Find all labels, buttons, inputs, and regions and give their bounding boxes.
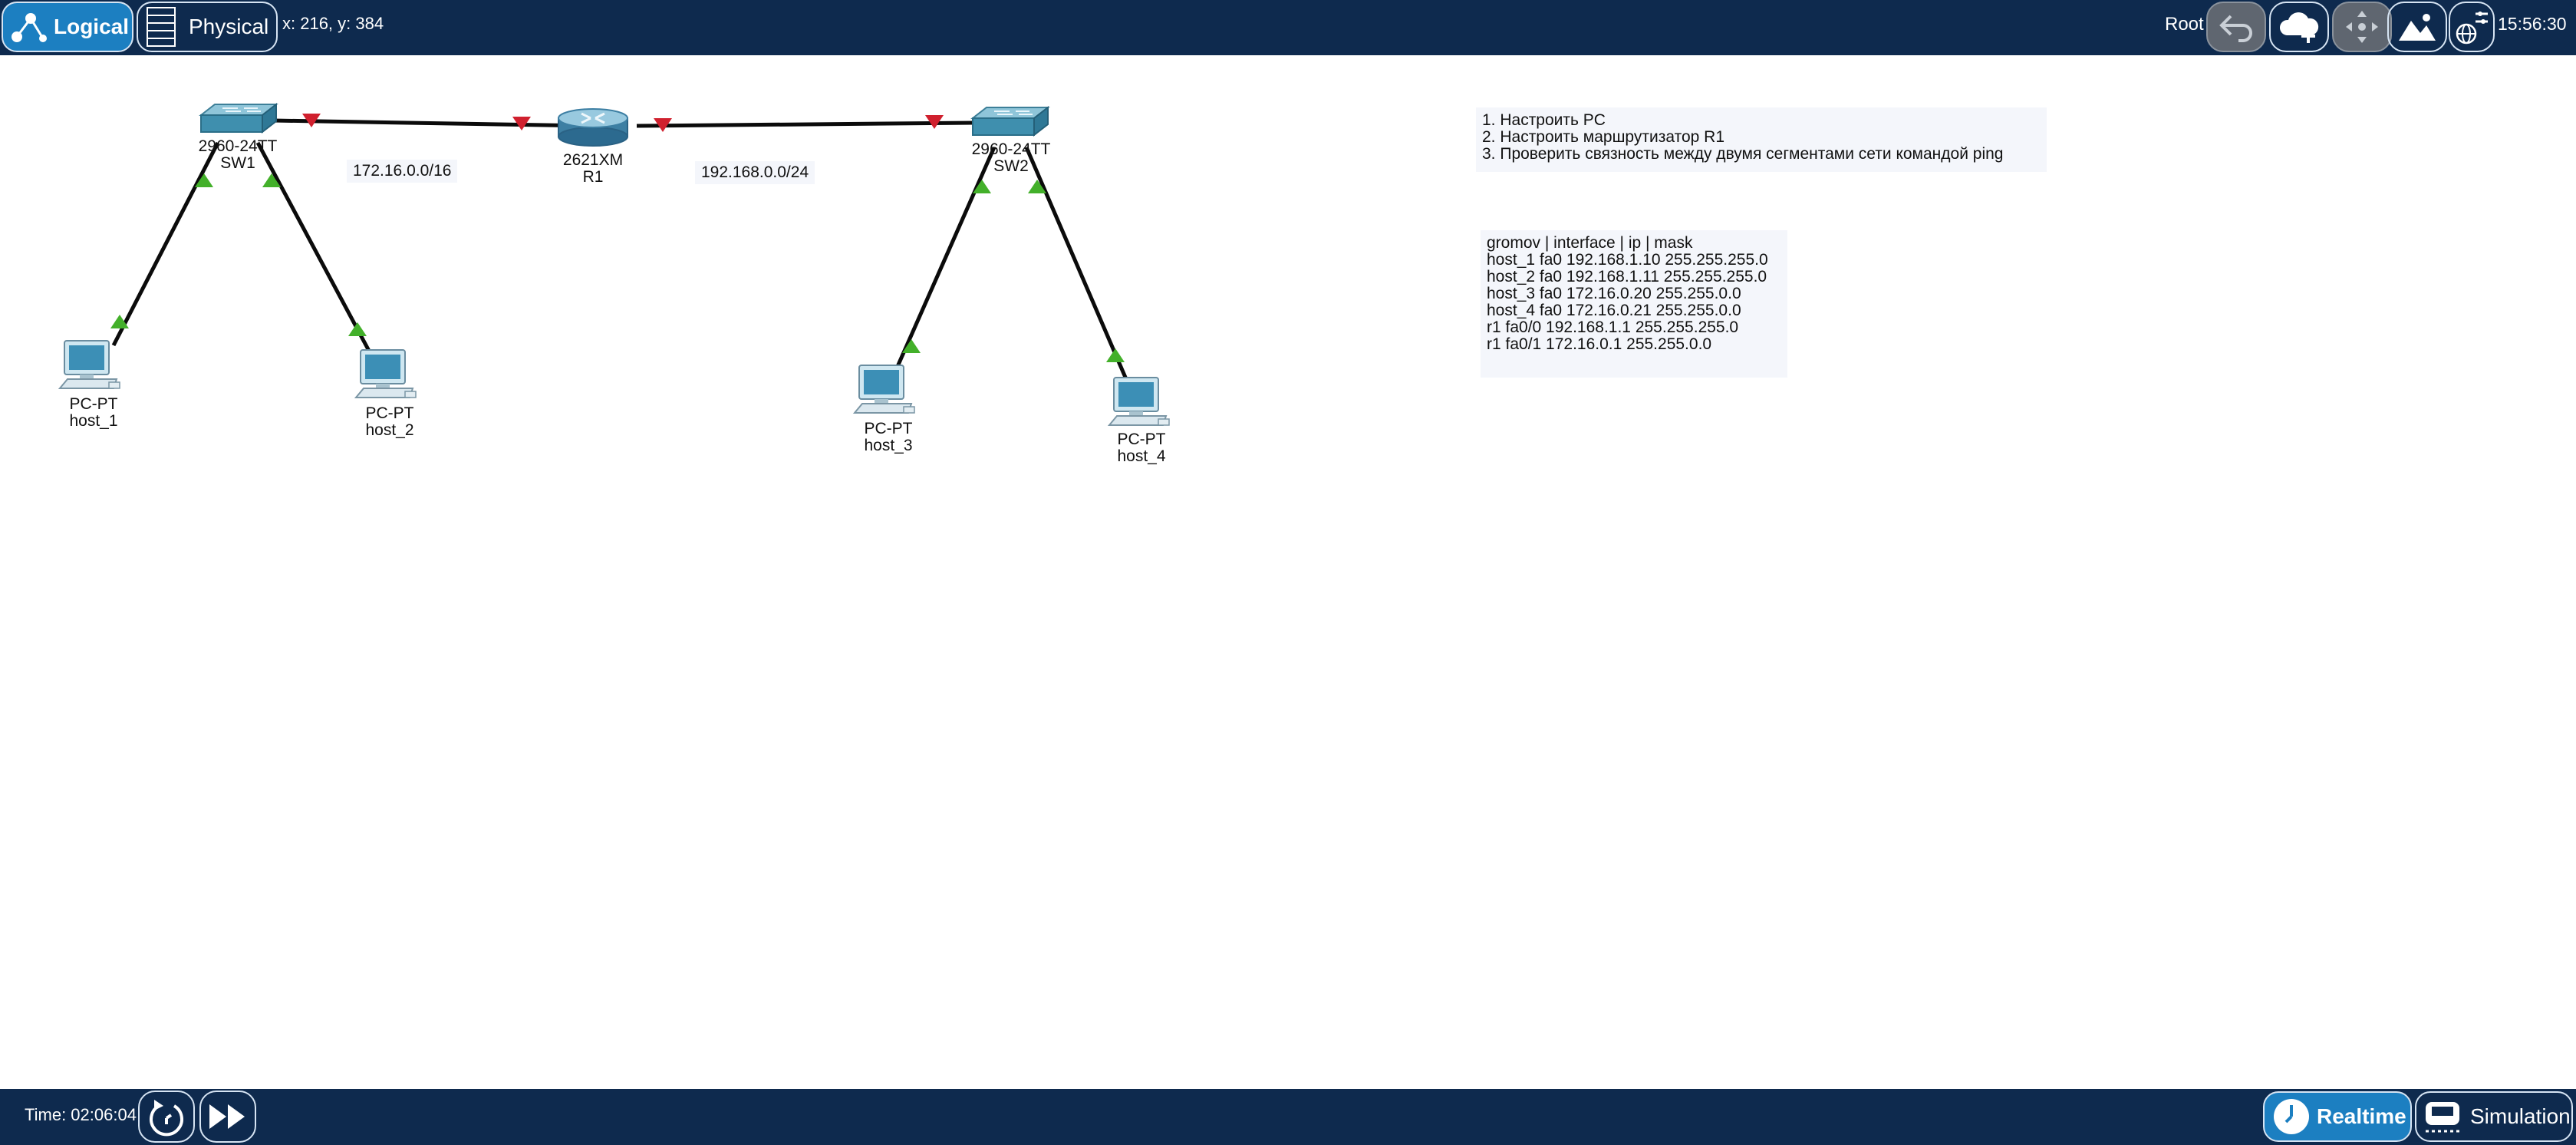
network-label-right[interactable]: 192.168.0.0/24 (695, 161, 815, 184)
note-line: 2. Настроить маршрутизатор R1 (1482, 128, 1724, 146)
router-icon[interactable] (557, 107, 629, 147)
physical-tab-label: Physical (189, 15, 269, 38)
back-arrow-icon (2219, 15, 2252, 42)
device-host1[interactable]: PC-PT host_1 (69, 396, 117, 430)
link-down-indicator[interactable] (654, 118, 672, 132)
note-line: gromov | interface | ip | mask (1487, 234, 1693, 252)
pc-icon[interactable] (1108, 377, 1170, 426)
pc-icon[interactable] (854, 365, 915, 414)
device-name: SW1 (220, 154, 255, 172)
note-line: host_4 fa0 172.16.0.21 255.255.0.0 (1487, 302, 1741, 319)
logical-tab-label: Logical (54, 15, 130, 38)
link-down-indicator[interactable] (512, 117, 531, 130)
device-model: PC-PT (69, 395, 118, 413)
simulation-mode-button[interactable]: Simulation (2415, 1091, 2573, 1142)
device-r1[interactable]: 2621XM R1 (563, 152, 623, 186)
addressing-note[interactable]: gromov | interface | ip | mask host_1 fa… (1481, 230, 1787, 378)
simulation-label: Simulation (2470, 1104, 2571, 1128)
device-model: 2960-24TT (198, 137, 278, 155)
link-sw1-host1[interactable] (111, 141, 220, 347)
power-cycle-button[interactable] (138, 1091, 195, 1143)
logical-topology-icon (12, 13, 47, 42)
move-icon (2346, 11, 2378, 43)
link-up-indicator[interactable] (348, 322, 367, 336)
note-line: host_1 fa0 192.168.1.10 255.255.255.0 (1487, 251, 1768, 269)
link-down-indicator[interactable] (925, 115, 944, 129)
note-line: host_2 fa0 192.168.1.11 255.255.255.0 (1487, 268, 1767, 285)
device-host4[interactable]: PC-PT host_4 (1117, 431, 1165, 465)
device-model: PC-PT (365, 404, 414, 422)
device-host2[interactable]: PC-PT host_2 (365, 405, 413, 439)
network-label-left[interactable]: 172.16.0.0/16 (347, 160, 458, 183)
link-down-indicator[interactable] (302, 114, 321, 127)
link-up-indicator[interactable] (110, 315, 129, 328)
link-r1-sw2[interactable] (636, 120, 977, 128)
link-up-indicator[interactable] (1106, 348, 1125, 362)
topology-diagram (59, 104, 1170, 426)
stopwatch-icon (2426, 1102, 2459, 1133)
switch-icon[interactable] (972, 107, 1049, 136)
device-model: 2960-24TT (971, 140, 1051, 158)
link-sw2-host4[interactable] (1024, 147, 1128, 380)
link-up-indicator[interactable] (195, 173, 213, 187)
device-model: PC-PT (1117, 431, 1166, 448)
physical-rack-icon (147, 7, 176, 47)
new-cluster-button[interactable] (2269, 2, 2329, 52)
device-model: 2621XM (562, 151, 624, 169)
link-up-indicator[interactable] (973, 180, 991, 193)
background-image-button[interactable] (2387, 2, 2447, 52)
cloud-add-icon (2279, 12, 2319, 43)
move-button[interactable] (2332, 2, 2392, 52)
device-name: host_1 (69, 412, 118, 430)
device-sw2[interactable]: 2960-24TT SW2 (972, 141, 1051, 175)
logical-workspace[interactable]: 2960-24TT SW1 2621XM R1 2960-24TT SW2 PC… (0, 55, 2576, 1089)
pc-icon[interactable] (355, 349, 417, 398)
network-globe-icon (2456, 12, 2488, 45)
network-config-button[interactable] (2449, 2, 2495, 52)
top-toolbar: Logical Physical x: 216, y: 384 Root (0, 0, 2576, 55)
cursor-coordinates: x: 216, y: 384 (282, 14, 384, 33)
device-host3[interactable]: PC-PT host_3 (864, 421, 912, 454)
link-up-indicator[interactable] (262, 173, 281, 187)
note-line: r1 fa0/0 192.168.1.1 255.255.255.0 (1487, 318, 1739, 336)
device-model: PC-PT (864, 420, 913, 437)
root-label: Root (2165, 14, 2204, 35)
clock-icon (2274, 1099, 2309, 1134)
device-sw1[interactable]: 2960-24TT SW1 (199, 138, 278, 172)
link-sw1-host2[interactable] (255, 141, 372, 354)
switch-icon[interactable] (200, 104, 277, 133)
device-name: host_2 (365, 421, 414, 439)
fast-forward-icon (209, 1104, 245, 1129)
back-button[interactable] (2206, 2, 2266, 52)
fast-forward-button[interactable] (199, 1091, 256, 1143)
logical-tab[interactable]: Logical (2, 2, 133, 52)
realtime-label: Realtime (2317, 1104, 2406, 1128)
pc-icon[interactable] (59, 340, 120, 389)
image-icon (2399, 14, 2436, 41)
note-line: 3. Проверить связность между двумя сегме… (1482, 145, 2004, 163)
link-sw2-host3[interactable] (894, 146, 996, 371)
device-name: host_3 (864, 437, 913, 454)
device-name: host_4 (1117, 447, 1166, 465)
clock: 15:56:30 (2498, 14, 2567, 34)
device-name: R1 (582, 168, 604, 186)
link-up-indicator[interactable] (902, 339, 921, 353)
link-up-indicator[interactable] (1028, 180, 1046, 193)
physical-tab[interactable]: Physical (137, 2, 278, 52)
link-sw1-r1[interactable] (272, 118, 591, 128)
realtime-mode-button[interactable]: Realtime (2263, 1091, 2412, 1142)
simulation-time: Time: 02:06:04 (25, 1105, 137, 1124)
power-cycle-icon (150, 1100, 183, 1137)
note-line: r1 fa0/1 172.16.0.1 255.255.0.0 (1487, 335, 1712, 353)
note-line: host_3 fa0 172.16.0.20 255.255.0.0 (1487, 285, 1741, 302)
note-line: 1. Настроить PC (1482, 111, 1606, 129)
bottom-toolbar (0, 1089, 2576, 1145)
device-name: SW2 (993, 157, 1029, 175)
tasks-note[interactable]: 1. Настроить PC 2. Настроить маршрутизат… (1476, 107, 2047, 172)
